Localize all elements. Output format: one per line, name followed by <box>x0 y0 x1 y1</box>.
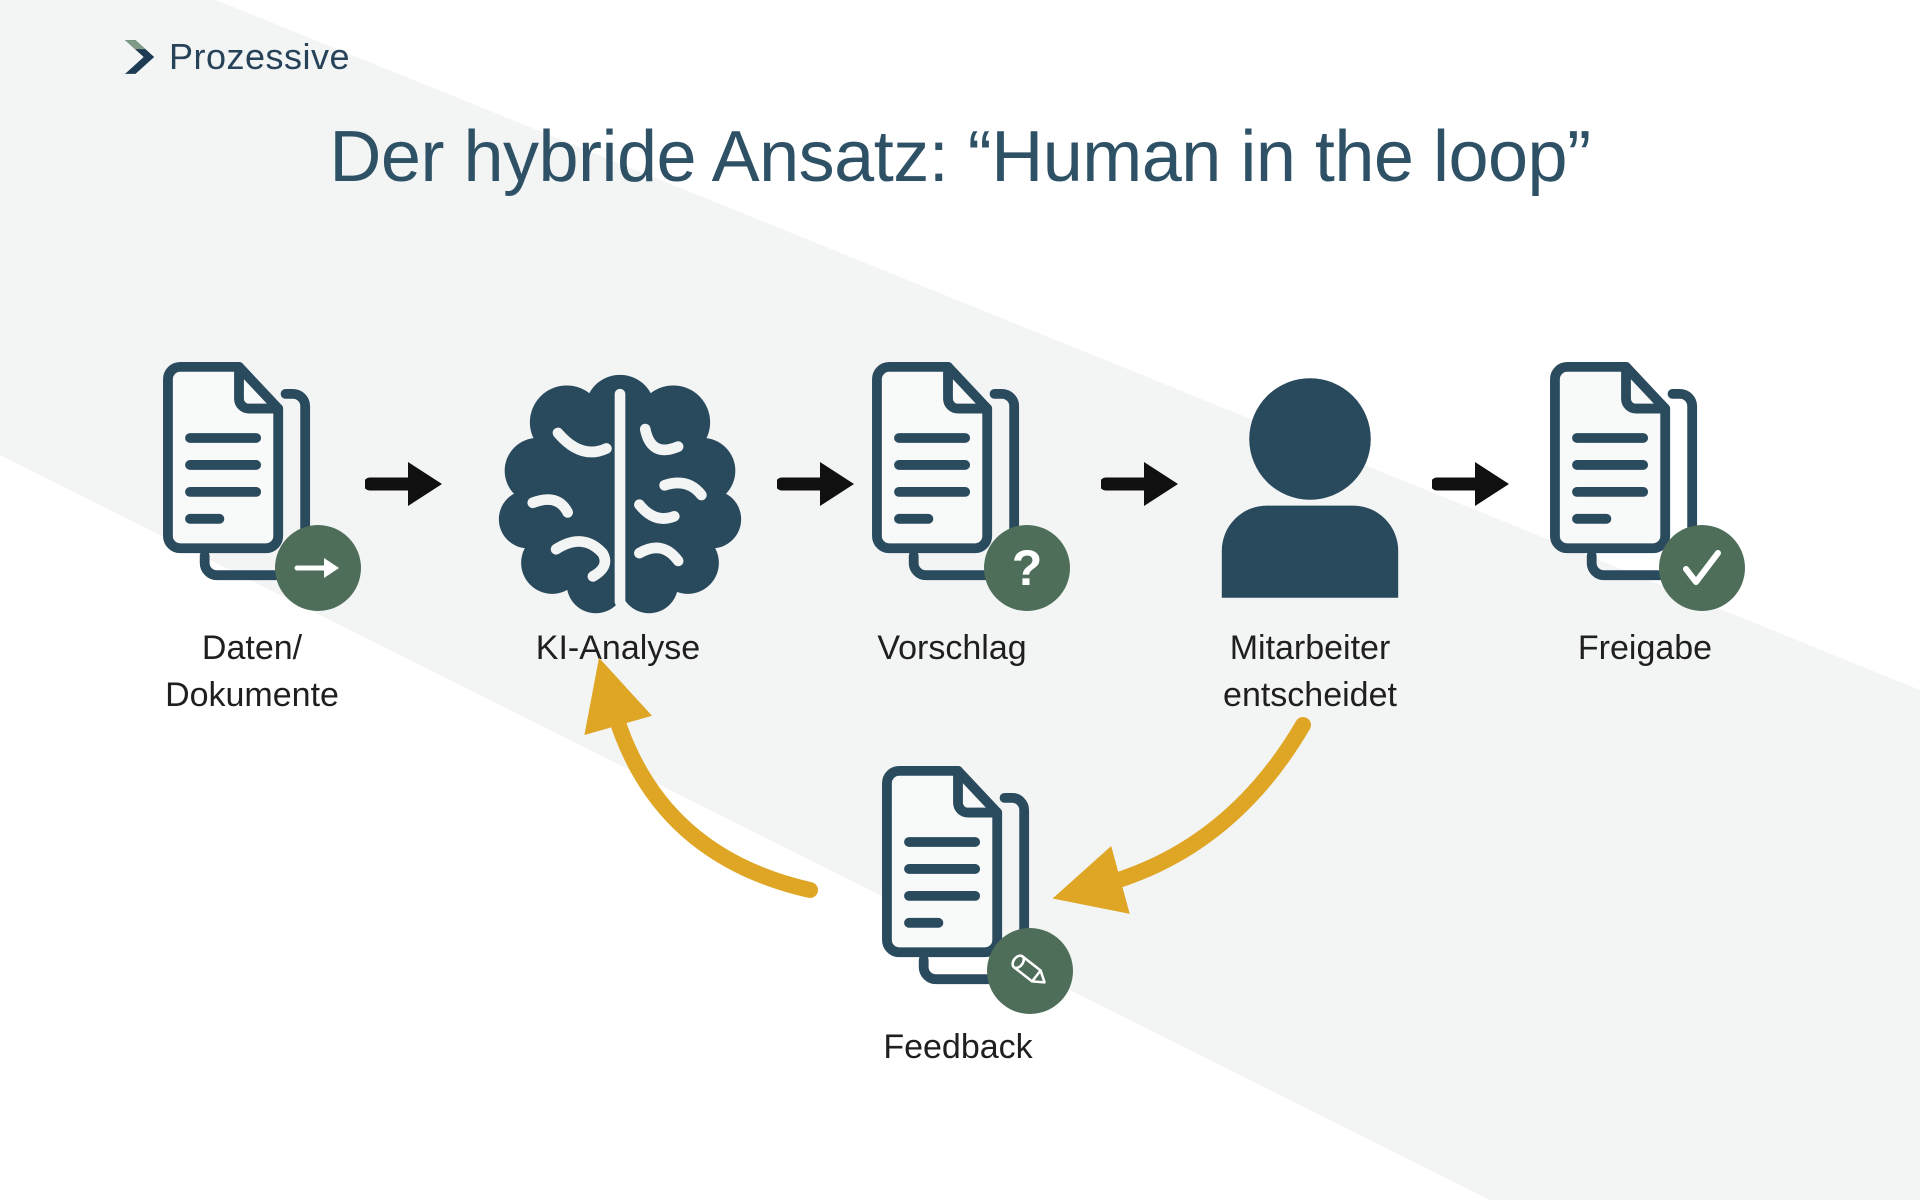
connector-arrow-icon <box>1101 456 1181 512</box>
logo-text: Prozessive <box>169 36 351 77</box>
brain-icon <box>494 366 746 624</box>
loop-arrow-right-icon <box>1050 695 1340 925</box>
connector-arrow-icon <box>365 456 445 512</box>
flow-step-vorschlag <box>872 362 1024 585</box>
step-label-daten-dokumente: Daten/ Dokumente <box>165 629 339 714</box>
badge-question-mark: ? <box>984 525 1070 611</box>
logo-chevron-icon <box>118 36 160 78</box>
person-icon <box>1212 376 1408 598</box>
step-label-freigabe: Freigabe <box>1577 629 1713 667</box>
flow-step-mitarbeiter <box>1212 376 1408 598</box>
badge-arrow-right-icon <box>275 525 361 611</box>
badge-check-mark-icon <box>1659 525 1745 611</box>
connector-arrow-icon <box>777 456 857 512</box>
page-title: Der hybride Ansatz: “Human in the loop” <box>329 117 1591 197</box>
badge-pencil-icon <box>987 928 1073 1014</box>
connector-arrow-icon <box>1432 456 1512 512</box>
step-label-vorschlag: Vorschlag <box>877 629 1027 667</box>
loop-arrow-left-icon <box>555 655 855 925</box>
step-label-feedback: Feedback <box>883 1028 1033 1066</box>
step-label-mitarbeiter: Mitarbeiter entscheidet <box>1223 629 1397 714</box>
flow-step-ki-analyse <box>494 366 746 624</box>
stacked-documents-icon <box>872 362 1024 585</box>
logo: Prozessive <box>118 36 350 78</box>
